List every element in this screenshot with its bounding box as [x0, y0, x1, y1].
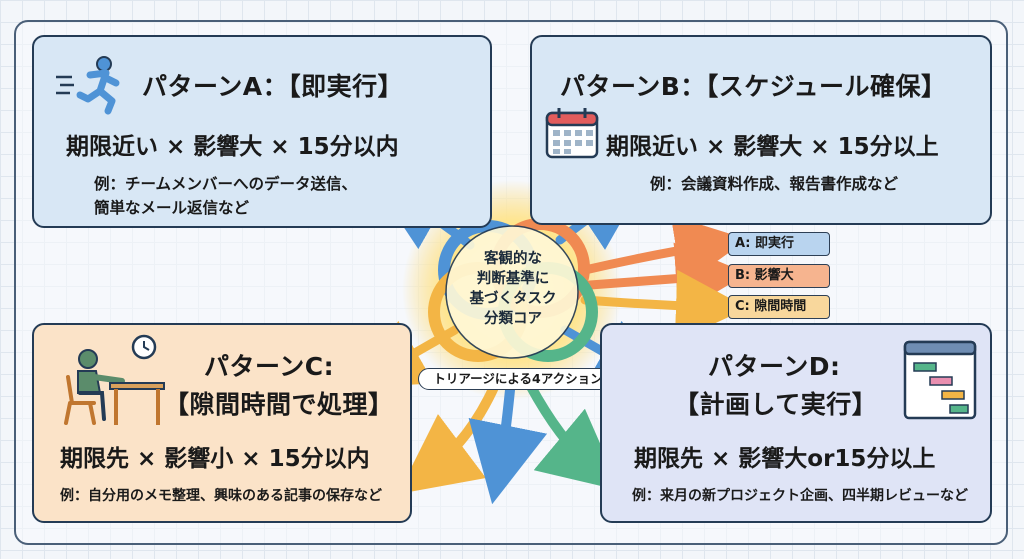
legend-item-a: A: 即実行 [728, 232, 830, 256]
pattern-a-card: パターンA：【即実行】 期限近い × 影響大 × 15分以内 例：チームメンバー… [32, 35, 492, 228]
pattern-c-title-2: 【隙間時間で処理】 [164, 390, 394, 419]
core-line-1: 客観的な [484, 251, 542, 267]
gantt-chart-icon [903, 340, 977, 420]
pattern-d-condition: 期限先 × 影響大or15分以上 [634, 446, 936, 472]
core-line-3: 基づくタスク [469, 291, 557, 307]
core-disc [445, 225, 579, 359]
pattern-b-condition: 期限近い × 影響大 × 15分以上 [606, 134, 939, 160]
legend-item-c: C: 隙間時間 [728, 295, 830, 319]
arrow-to-legend-c [580, 269, 748, 342]
pattern-b-title: パターンB：【スケジュール確保】 [560, 72, 947, 101]
pattern-c-example: 例：自分用のメモ整理、興味のある記事の保存など [60, 488, 382, 504]
calendar-icon [545, 108, 599, 159]
triage-badge: トリアージによる4アクション [418, 368, 618, 390]
pattern-d-card: パターンD: 【計画して実行】 期限先 × 影響大or15分以上 例：来月の新プ… [600, 323, 992, 523]
pattern-a-example-2: 簡単なメール返信など [94, 199, 250, 217]
pattern-d-title-2: 【計画して実行】 [674, 390, 878, 419]
core-label: 客観的な 判断基準に 基づくタスク 分類コア [446, 249, 580, 329]
pattern-c-card: パターンC: 【隙間時間で処理】 期限先 × 影響小 × 15分以内 例：自分用… [32, 323, 412, 523]
arrow-bottom-left [398, 380, 500, 495]
pattern-a-title: パターンA：【即実行】 [142, 72, 404, 101]
pattern-c-title-1: パターンC: [204, 352, 335, 381]
legend-item-b: B: 影響大 [728, 264, 830, 288]
core-line-4: 分類コア [484, 311, 542, 327]
person-at-desk-icon [64, 334, 165, 425]
pattern-c-condition: 期限先 × 影響小 × 15分以内 [60, 446, 370, 472]
pattern-b-example: 例：会議資料作成、報告書作成など [650, 175, 899, 193]
core-line-2: 判断基準に [476, 271, 550, 287]
running-person-icon [56, 56, 120, 115]
pattern-b-card: パターンB：【スケジュール確保】 期限近い × 影響大 × 15分以上 例：会議… [530, 35, 992, 225]
arrow-bottom-mid [468, 385, 548, 505]
pattern-d-example: 例：来月の新プロジェクト企画、四半期レビューなど [632, 488, 968, 504]
pattern-a-condition: 期限近い × 影響大 × 15分以内 [66, 134, 399, 160]
pattern-d-title-1: パターンD: [708, 352, 841, 381]
pattern-a-example-1: 例：チームメンバーへのデータ送信、 [94, 175, 358, 193]
arrow-bottom-right [525, 380, 621, 491]
